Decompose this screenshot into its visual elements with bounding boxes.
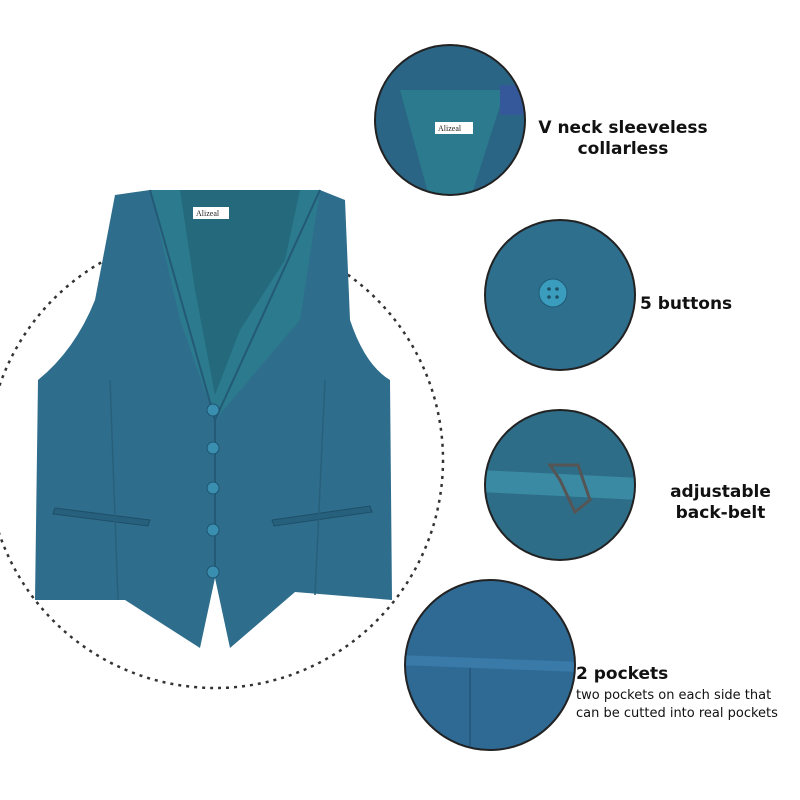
feature-pockets-desc: two pockets on each side that can be cut… <box>576 687 778 723</box>
brand-tag <box>193 207 229 219</box>
feature-belt-line2: back-belt <box>675 503 766 523</box>
feature-neck-label: V neck sleeveless collarless <box>538 118 708 160</box>
feature-neck-line1: V neck sleeveless <box>538 118 708 138</box>
detail-neck: Alizeal <box>375 45 525 195</box>
feature-pockets-desc-line1: two pockets on each side that <box>576 688 772 703</box>
svg-text:Alizeal: Alizeal <box>438 124 462 133</box>
detail-pocket <box>405 580 575 750</box>
feature-pockets-desc-line2: can be cutted into real pockets <box>576 706 778 721</box>
detail-back-belt <box>485 410 635 560</box>
feature-belt-label: adjustable back-belt <box>668 482 773 524</box>
detail-button <box>485 220 635 370</box>
feature-buttons-label: 5 buttons <box>640 294 733 314</box>
vest-image: Alizeal <box>35 189 392 648</box>
feature-neck-line2: collarless <box>577 139 669 159</box>
brand-tag-text: Alizeal <box>196 209 220 218</box>
feature-belt-line1: adjustable <box>670 482 771 502</box>
feature-pockets-label: 2 pockets <box>576 664 669 684</box>
